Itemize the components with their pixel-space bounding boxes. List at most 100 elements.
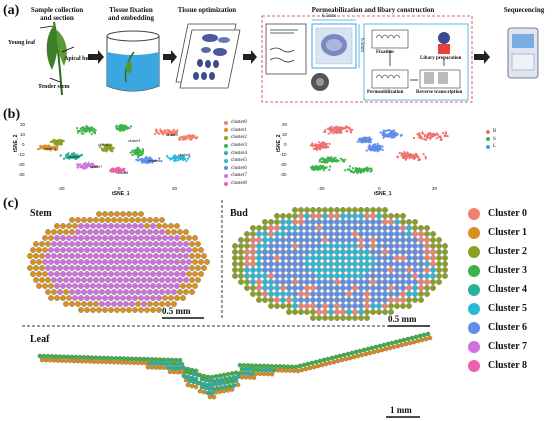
spatial-spot xyxy=(138,295,144,301)
spatial-spot xyxy=(292,309,298,315)
spatial-spot xyxy=(345,351,351,357)
tsne-point xyxy=(78,163,81,166)
spatial-spot xyxy=(328,225,334,231)
spatial-spot xyxy=(159,289,165,295)
tsne-point xyxy=(83,127,86,130)
spatial-spot xyxy=(72,259,78,265)
tsne-cluster-tag: cluster3 xyxy=(128,139,140,143)
tsne-point xyxy=(116,128,119,131)
spatial-spot xyxy=(370,213,376,219)
tsne-point xyxy=(174,132,178,135)
spatial-spot xyxy=(138,235,144,241)
tsne-point xyxy=(158,157,161,160)
permeabilization-frame xyxy=(261,15,473,103)
spatial-spot xyxy=(328,309,334,315)
spatial-spot xyxy=(250,285,256,291)
spatial-spot xyxy=(117,356,123,361)
spatial-spot xyxy=(165,241,171,247)
spatial-spot xyxy=(132,283,138,289)
spatial-spot xyxy=(328,303,334,309)
spatial-spot xyxy=(316,225,322,231)
spatial-spot xyxy=(119,360,125,365)
tsne-point xyxy=(176,155,180,159)
tsne-legend-swatch xyxy=(224,151,228,156)
spatial-spot xyxy=(57,277,63,283)
spatial-spot xyxy=(340,207,346,213)
spatial-spot xyxy=(201,265,207,271)
spatial-spot xyxy=(391,344,397,350)
spatial-spot xyxy=(346,237,352,243)
tsne-point xyxy=(166,154,169,158)
spatial-spot xyxy=(286,219,292,225)
spatial-spot xyxy=(63,358,69,363)
spatial-spot xyxy=(364,219,370,225)
spatial-spot xyxy=(397,338,403,344)
tsne-point xyxy=(121,169,124,172)
spatial-spot xyxy=(263,367,269,373)
spatial-spot xyxy=(280,213,286,219)
spatial-spot xyxy=(185,374,191,380)
spatial-spot xyxy=(99,359,105,365)
spatial-spot xyxy=(286,303,292,309)
tsne-point xyxy=(154,129,157,132)
spatial-spot xyxy=(138,271,144,277)
tsne-point xyxy=(339,157,343,160)
spatial-spot xyxy=(400,291,406,297)
tsne-left-ytick: 20 xyxy=(20,122,26,127)
spatial-spot xyxy=(341,352,347,358)
spatial-spot xyxy=(261,371,267,377)
spatial-spot xyxy=(171,301,177,307)
tsne-point xyxy=(109,146,112,149)
tsne-right-ytick: 10 xyxy=(282,132,288,137)
spatial-spot xyxy=(181,365,187,371)
tsne-point xyxy=(370,167,373,170)
tsne-point xyxy=(321,145,324,148)
tsne-point xyxy=(382,136,385,139)
spatial-spot xyxy=(123,265,129,271)
tsne-point xyxy=(112,146,115,150)
spatial-spot xyxy=(334,279,340,285)
spatial-spot xyxy=(400,237,406,243)
spatial-spot xyxy=(427,335,433,341)
spatial-spot xyxy=(292,225,298,231)
spatial-spot xyxy=(63,301,69,307)
spatial-spot xyxy=(193,376,199,382)
spatial-spot xyxy=(72,283,78,289)
spatial-spot xyxy=(90,235,96,241)
spatial-spot xyxy=(358,207,364,213)
tsne-point xyxy=(81,126,84,129)
spatial-spot xyxy=(268,243,274,249)
spatial-spot xyxy=(292,273,298,279)
spatial-spot xyxy=(436,243,442,249)
tsne-point xyxy=(91,162,94,165)
tsne-point xyxy=(91,126,94,129)
spatial-spot xyxy=(125,356,131,361)
spatial-spot xyxy=(412,225,418,231)
tsne-legend-swatch xyxy=(224,181,228,186)
spatial-spot xyxy=(355,353,361,359)
spatial-spot xyxy=(418,291,424,297)
spatial-spot xyxy=(183,265,189,271)
spatial-spot xyxy=(298,243,304,249)
spatial-spot xyxy=(352,237,358,243)
spatial-spot xyxy=(340,267,346,273)
spatial-spot xyxy=(81,217,87,223)
tsne-point xyxy=(412,154,415,157)
spatial-spot xyxy=(127,360,133,365)
legend-swatch xyxy=(468,245,480,258)
spatial-spot xyxy=(156,223,162,229)
spatial-spot xyxy=(262,237,268,243)
tsne-legend-label: cluster0 xyxy=(231,120,247,126)
spatial-spot xyxy=(138,223,144,229)
bud-spatial-map xyxy=(232,207,448,321)
spatial-spot xyxy=(268,225,274,231)
tsne-legend-label: cluster1 xyxy=(231,127,247,133)
tsne-point xyxy=(185,159,188,163)
spatial-spot xyxy=(81,241,87,247)
spatial-spot xyxy=(346,219,352,225)
spatial-spot xyxy=(424,237,430,243)
spatial-spot xyxy=(51,358,57,363)
spatial-spot xyxy=(256,225,262,231)
spatial-spot xyxy=(195,265,201,271)
tsne-point xyxy=(105,150,108,153)
